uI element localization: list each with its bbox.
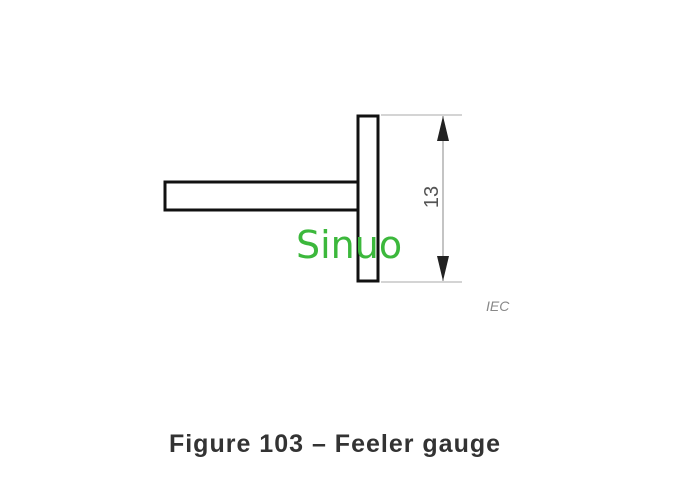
dimension-label: 13	[421, 186, 443, 208]
figure-caption: Figure 103 – Feeler gauge	[168, 430, 502, 458]
gauge-plate	[356, 114, 380, 283]
gauge-stem	[163, 180, 360, 212]
iec-source-mark: IEC	[486, 298, 510, 314]
arrowhead-top	[437, 116, 449, 141]
watermark: Sinuo	[296, 223, 403, 267]
arrowhead-bottom	[437, 256, 449, 281]
